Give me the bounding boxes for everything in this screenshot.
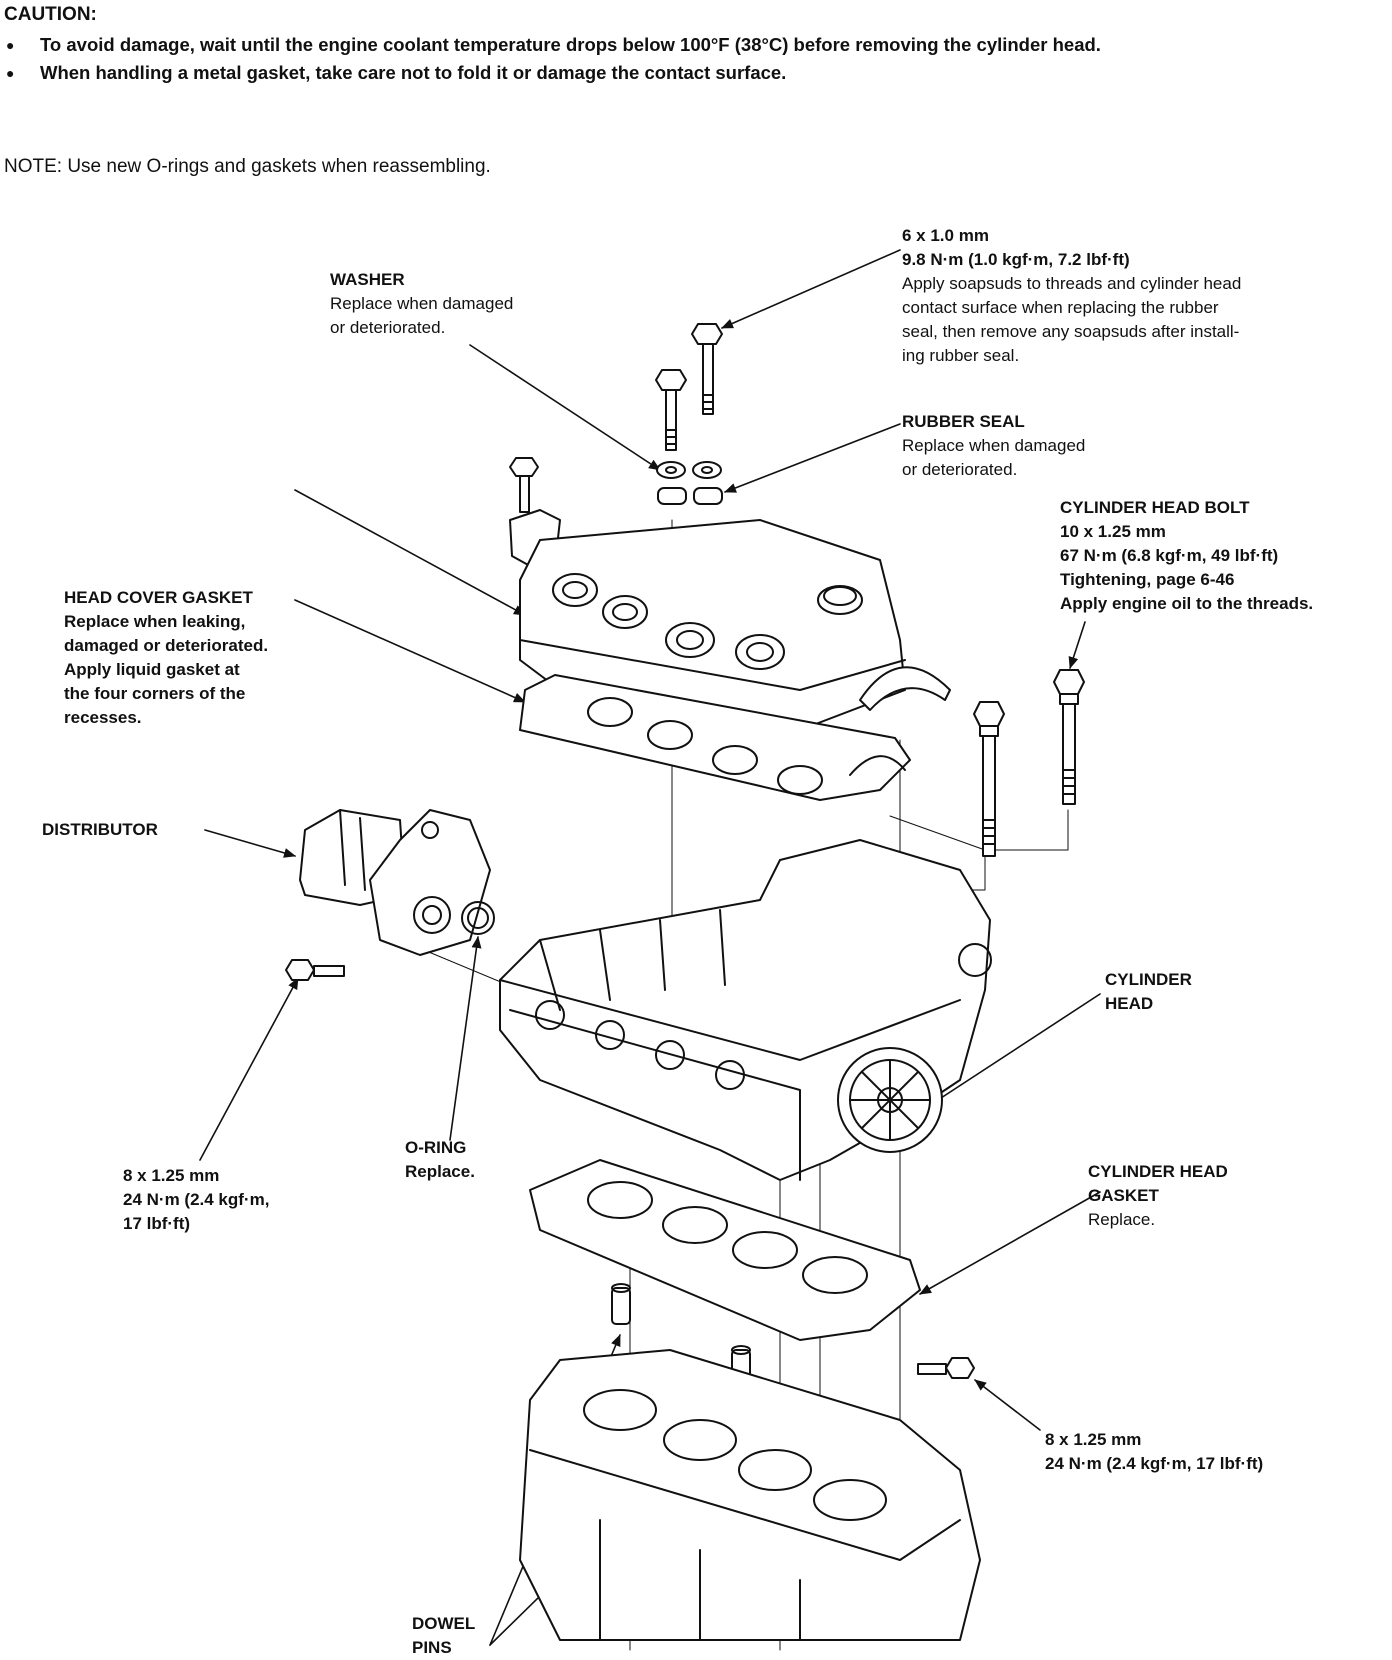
label-dowel-pins: DOWEL PINS (412, 1612, 475, 1660)
head-bolt-line: Apply engine oil to the threads. (1060, 594, 1314, 613)
label-cylinder-head-gasket: CYLINDER HEAD GASKET Replace. (1088, 1160, 1228, 1232)
head-bolt-title: CYLINDER HEAD BOLT (1060, 498, 1250, 517)
caution-item: When handling a metal gasket, take care … (4, 60, 1384, 86)
label-cylinder-head: CYLINDER HEAD (1105, 968, 1192, 1016)
washer-title: WASHER (330, 270, 405, 289)
rubber-seal-line: or deteriorated. (902, 460, 1018, 479)
caution-block: CAUTION: To avoid damage, wait until the… (4, 4, 1384, 88)
label-rubber-seal: RUBBER SEAL Replace when damaged or dete… (902, 410, 1085, 482)
bolt8r-line: 8 x 1.25 mm (1045, 1430, 1142, 1449)
caution-list: To avoid damage, wait until the engine c… (4, 32, 1384, 86)
cylinder-head (499, 839, 992, 1181)
chg-title: CYLINDER HEAD (1088, 1162, 1228, 1181)
bolt8l-line: 8 x 1.25 mm (123, 1166, 220, 1185)
chg-line: Replace. (1088, 1210, 1156, 1229)
label-cylinder-head-bolt: CYLINDER HEAD BOLT 10 x 1.25 mm 67 N·m (… (1060, 496, 1313, 616)
label-washer: WASHER Replace when damaged or deteriora… (330, 268, 513, 340)
label-distributor: DISTRIBUTOR (42, 818, 158, 842)
bolt8l-line: 24 N·m (2.4 kgf·m, (123, 1190, 270, 1209)
hcg-title: HEAD COVER GASKET (64, 588, 253, 607)
distributor-bolt (285, 959, 345, 981)
label-bolt-8mm-right: 8 x 1.25 mm 24 N·m (2.4 kgf·m, 17 lbf·ft… (1045, 1428, 1263, 1476)
note-text: NOTE: Use new O-rings and gaskets when r… (4, 156, 491, 177)
bolt6-note: ing rubber seal. (902, 346, 1020, 365)
washer-line: Replace when damaged (330, 294, 514, 313)
bolt6-size: 6 x 1.0 mm (902, 226, 989, 245)
cylinder-head-title: HEAD (1105, 994, 1154, 1013)
rubber-seal-title: RUBBER SEAL (902, 412, 1025, 431)
bolt6-note: contact surface when replacing the rubbe… (902, 298, 1219, 317)
cylinder-head-cover (519, 519, 951, 731)
bolt8l-line: 17 lbf·ft) (123, 1214, 191, 1233)
washer-line: or deteriorated. (330, 318, 446, 337)
oring-title: O-RING (405, 1138, 467, 1157)
dowel-title: PINS (412, 1638, 452, 1657)
bolt6-note: seal, then remove any soapsuds after ins… (902, 322, 1240, 341)
cylinder-head-bolts (973, 669, 1085, 857)
hcg-line: damaged or deteriorated. (64, 636, 269, 655)
hcg-line: Replace when leaking, (64, 612, 246, 631)
hcg-line: recesses. (64, 708, 142, 727)
distributor-title: DISTRIBUTOR (42, 820, 158, 839)
bolt6-note: Apply soapsuds to threads and cylinder h… (902, 274, 1242, 293)
caution-title: CAUTION: (4, 4, 97, 25)
bolt8r-line: 24 N·m (2.4 kgf·m, 17 lbf·ft) (1045, 1454, 1264, 1473)
label-o-ring: O-RING Replace. (405, 1136, 475, 1184)
hcg-line: Apply liquid gasket at (64, 660, 240, 679)
head-bolt-line: 10 x 1.25 mm (1060, 522, 1166, 541)
dowel-title: DOWEL (412, 1614, 476, 1633)
cylinder-head-gasket (529, 1159, 921, 1341)
label-bolt-8mm-left: 8 x 1.25 mm 24 N·m (2.4 kgf·m, 17 lbf·ft… (123, 1164, 269, 1236)
bolt6-torque: 9.8 N·m (1.0 kgf·m, 7.2 lbf·ft) (902, 250, 1130, 269)
label-head-cover-gasket: HEAD COVER GASKET Replace when leaking, … (64, 586, 268, 730)
chg-title: GASKET (1088, 1186, 1159, 1205)
cylinder-head-title: CYLINDER (1105, 970, 1192, 989)
engine-block (519, 1349, 981, 1641)
bolt-6mm-group (655, 323, 723, 505)
head-bolt-line: 67 N·m (6.8 kgf·m, 49 lbf·ft) (1060, 546, 1279, 565)
head-bolt-line: Tightening, page 6-46 (1060, 570, 1235, 589)
head-cover-gasket (519, 674, 911, 801)
caution-item: To avoid damage, wait until the engine c… (4, 32, 1384, 58)
block-bolt (917, 1357, 975, 1379)
oring-line: Replace. (405, 1162, 475, 1181)
distributor (299, 809, 495, 956)
rubber-seal-line: Replace when damaged (902, 436, 1086, 455)
label-bolt-6mm: 6 x 1.0 mm 9.8 N·m (1.0 kgf·m, 7.2 lbf·f… (902, 224, 1241, 368)
hcg-line: the four corners of the (64, 684, 246, 703)
